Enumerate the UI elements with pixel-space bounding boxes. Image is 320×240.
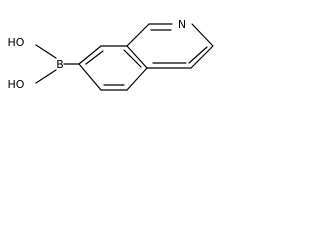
bond-c7-c8	[78, 45, 102, 65]
nitrogen-label: N	[178, 18, 186, 31]
hydroxyl-lower-label: HO	[8, 78, 25, 91]
bond-c6-c7	[78, 63, 102, 91]
bond-c8a-c4a	[126, 45, 148, 69]
bond-b-oh-lower	[35, 69, 57, 84]
bond-c8a-c1	[126, 23, 150, 47]
bond-n2-c3	[191, 23, 214, 47]
pyridine-ring	[126, 23, 214, 69]
benzene-ring	[78, 45, 148, 91]
double-bond-c7-c8	[85, 50, 104, 65]
double-bond-c3-c4	[188, 46, 208, 64]
boron-label: B	[56, 58, 64, 71]
bond-c4a-c5	[126, 67, 148, 91]
bond-b-oh-upper	[35, 44, 57, 59]
double-bond-c4a-c8a	[123, 49, 142, 68]
isoquinoline-boronic-acid-structure: N B HO HO	[8, 18, 214, 91]
boronic-acid-group	[35, 44, 80, 84]
bond-c3-c4	[190, 45, 214, 69]
hydroxyl-upper-label: HO	[8, 36, 25, 49]
